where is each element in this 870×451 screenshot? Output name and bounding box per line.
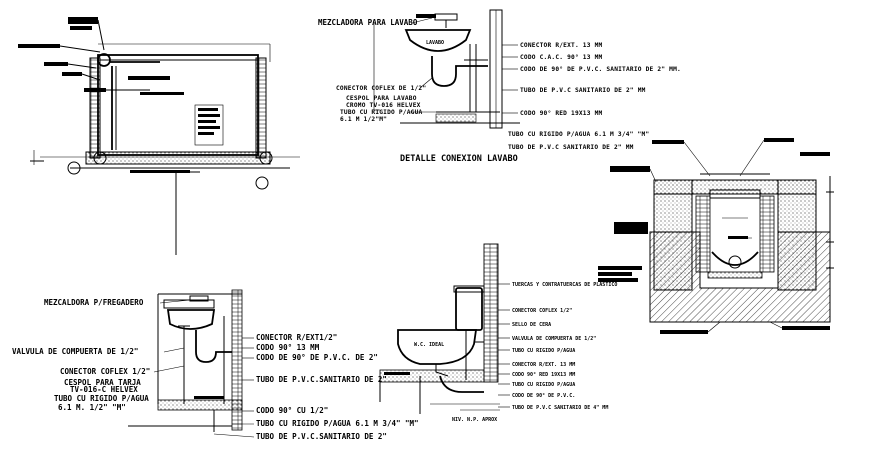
registro-section-detail [598,138,834,334]
label-codo-90-13mm: CODO 90° 13 MM [256,343,320,352]
label-codo-red-19x13: CODO 90° RED 19X13 MM [520,109,603,117]
label-tubo-cu-wc: TUBO CU RIGIDO P/AGUA [512,348,575,354]
label-tubo-pvc-2: TUBO DE P.V.C SANITARIO DE 2" MM [520,87,646,94]
label-cromo-helvex: CROMO TV-016 HELVEX [346,102,421,109]
lavabo-detail-title: DETALLE CONEXION LAVABO [400,154,518,164]
label-valvula-wc: VALVULA DE COMPUERTA DE 1/2" [512,336,596,342]
label-tubo-pvc-fregadero: TUBO DE P.V.C.SANITARIO DE 2" [256,375,387,384]
label-mezcladora-fregadero: MEZCALDORA P/FREGADERO [44,298,144,307]
label-tubo-pvc-wc: TUBO DE P.V.C SANITARIO DE 4" MM [512,405,608,411]
label-codo-pvc-fregadero: CODO DE 90° DE P.V.C. DE 2" [256,353,378,362]
label-tuercas: TUERCAS Y CONTRATUERCAS DE PLASTICO [512,282,617,288]
label-codo-cac-90: CODO C.A.C. 90° 13 MM [520,53,603,61]
lavabo-detail: LAVABO MEZCLADORA PARA LAVABO CONECTOR R… [318,9,681,164]
label-tubo-cu-rigido: TUBO CU RIGIDO P/AGUA [340,109,423,116]
label-tubo-cu-medida-fregadero: 6.1 M. 1/2" "M" [58,403,126,412]
wc-detail: W.C. IDEAL NIV. N.P. APROX TUERCAS Y CON… [379,243,617,423]
label-codo-red-wc: CODO 90° RED 19X13 MM [512,372,575,378]
label-tubo-cu-wc-2: TUBO CU RIGIDO P/AGUA [512,382,575,388]
wc-bowl-text: W.C. IDEAL [414,342,444,348]
label-tubo-cu-fregadero: TUBO CU RIGIDO P/AGUA [54,394,149,403]
label-codo-pvc-wc: CODO DE 90° DE P.V.C. [512,393,575,399]
label-codo-cu-12: CODO 90° CU 1/2" [256,406,328,415]
label-tubo-pvc-sanitario-fregadero: TUBO DE P.V.C.SANITARIO DE 2" [256,432,387,441]
label-tubo-cu-34: TUBO CU RIGIDO P/AGUA 6.1 M 3/4" "M" [508,131,649,138]
label-tubo-cu-34-fregadero: TUBO CU RIGIDO P/AGUA 6.1 M 3/4" "M" [256,419,419,428]
label-conector-coflex-wc: CONECTOR COFLEX 1/2" [512,308,572,314]
label-helvex-fregadero: TV-016-C HELVEX [70,385,138,394]
label-tubo-pvc-sanitario: TUBO DE P.V.C SANITARIO DE 2" MM [508,144,634,151]
wc-bottom-note: NIV. N.P. APROX [452,417,497,423]
label-conector-coflex: CONECTOR COFLEX DE 1/2" [336,85,426,92]
label-conector-rext-13: CONECTOR R/EXT. 13 MM [520,42,603,49]
fregadero-detail: MEZCALDORA P/FREGADERO VALVULA DE COMPUE… [12,289,419,441]
label-cespol-tarja: CESPOL PARA TARJA [64,378,141,387]
label-conector-rext-fregadero: CONECTOR R/EXT1/2" [256,333,337,342]
label-conector-rext-wc: CONECTOR R/EXT. 13 MM [512,362,575,368]
label-tubo-cu-medida: 6.1 M 1/2"M" [340,116,387,123]
label-mezcladora-lavabo: MEZCLADORA PARA LAVABO [318,18,418,27]
label-codo-pvc-2: CODO DE 90° DE P.V.C. SANITARIO DE 2" MM… [520,65,681,73]
label-valvula-compuerta: VALVULA DE COMPUERTA DE 1/2" [12,347,138,356]
label-cespol-lavabo: CESPOL PARA LAVABO [346,95,417,102]
label-sello-cera: SELLO DE CERA [512,322,551,328]
plan-section-detail [18,17,300,255]
label-conector-coflex-fregadero: CONECTOR COFLEX 1/2" [60,367,150,376]
lavabo-basin-text: LAVABO [426,40,444,46]
